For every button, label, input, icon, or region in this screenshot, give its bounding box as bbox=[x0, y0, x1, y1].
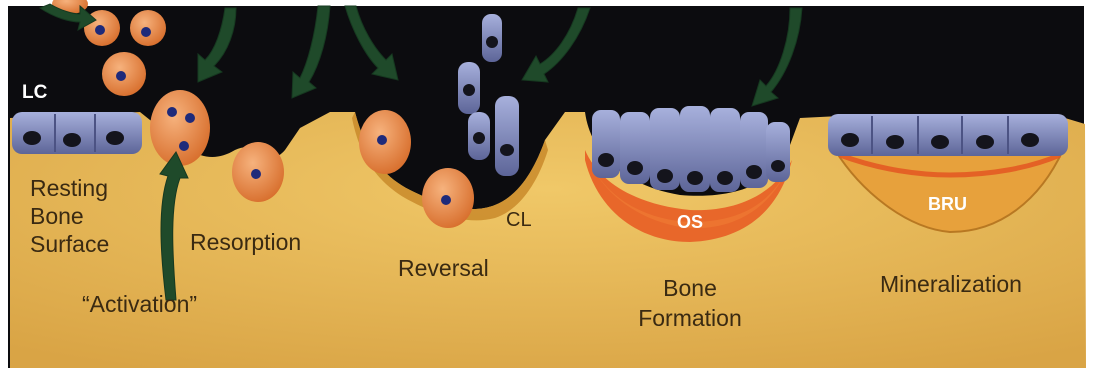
cement-line-label: CL bbox=[506, 209, 532, 231]
bone-formation-label-line2: Formation bbox=[638, 305, 742, 331]
mineralization-label: Mineralization bbox=[880, 271, 1022, 297]
bru-label: BRU bbox=[928, 194, 967, 214]
resting-label-line1: Resting bbox=[30, 175, 108, 201]
activation-label: “Activation” bbox=[82, 291, 197, 317]
resorption-label: Resorption bbox=[190, 229, 301, 255]
resting-label-line2: Bone bbox=[30, 203, 84, 229]
lining-cells-left bbox=[12, 112, 142, 154]
osteoid-label: OS bbox=[677, 212, 703, 232]
reversal-label: Reversal bbox=[398, 255, 489, 281]
lining-cells-right bbox=[828, 114, 1068, 156]
osteoblasts bbox=[592, 106, 790, 192]
resting-label-line3: Surface bbox=[30, 231, 109, 257]
bone-formation-label-line1: Bone bbox=[663, 275, 717, 301]
lining-cell-label: LC bbox=[22, 82, 48, 103]
